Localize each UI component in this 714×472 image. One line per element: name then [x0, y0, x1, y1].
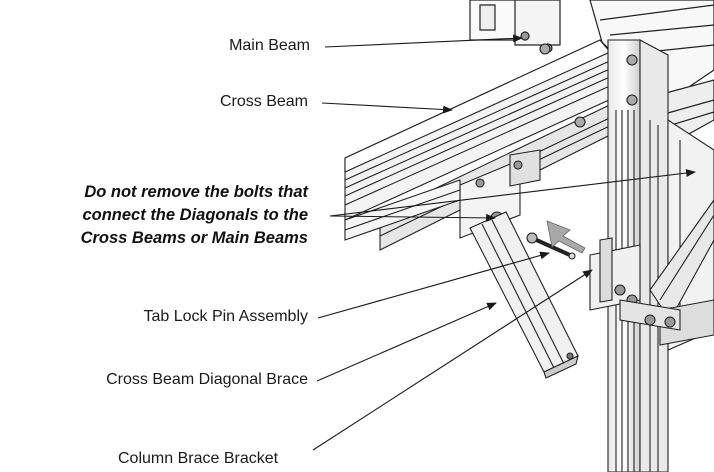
main-beam-drawing: [469, 0, 561, 53]
label-cross-beam: Cross Beam: [219, 93, 308, 110]
leader-lines: [312, 34, 696, 451]
leader-cross-beam: [321, 102, 453, 114]
label-main-beam: Main Beam: [229, 37, 310, 54]
leader-tab-lock-pin: [317, 251, 550, 319]
label-cross-beam-diagonal-brace: Cross Beam Diagonal Brace: [106, 371, 308, 388]
leader-diagonal-brace: [316, 302, 497, 382]
insertion-arrow: [546, 220, 586, 254]
right-frame-drawing: [649, 118, 714, 351]
warning-line-3: Cross Beams or Main Beams: [80, 229, 308, 247]
leader-bolt-2: [329, 213, 496, 222]
label-column-brace-bracket: Column Brace Bracket: [118, 450, 279, 467]
leader-column-brace-bracket: [312, 269, 593, 451]
column-brace-bracket-drawing: [589, 237, 681, 331]
warning-line-2: connect the Diagonals to the: [82, 206, 308, 224]
warning-line-1: Do not remove the bolts that: [84, 183, 308, 201]
diagonal-brace-drawing: [469, 211, 579, 379]
leader-main-beam: [324, 34, 523, 48]
warning-note: Do not remove the bolts that connect the…: [81, 181, 308, 250]
label-tab-lock-pin: Tab Lock Pin Assembly: [143, 308, 308, 325]
leader-bolt-1: [329, 169, 696, 217]
